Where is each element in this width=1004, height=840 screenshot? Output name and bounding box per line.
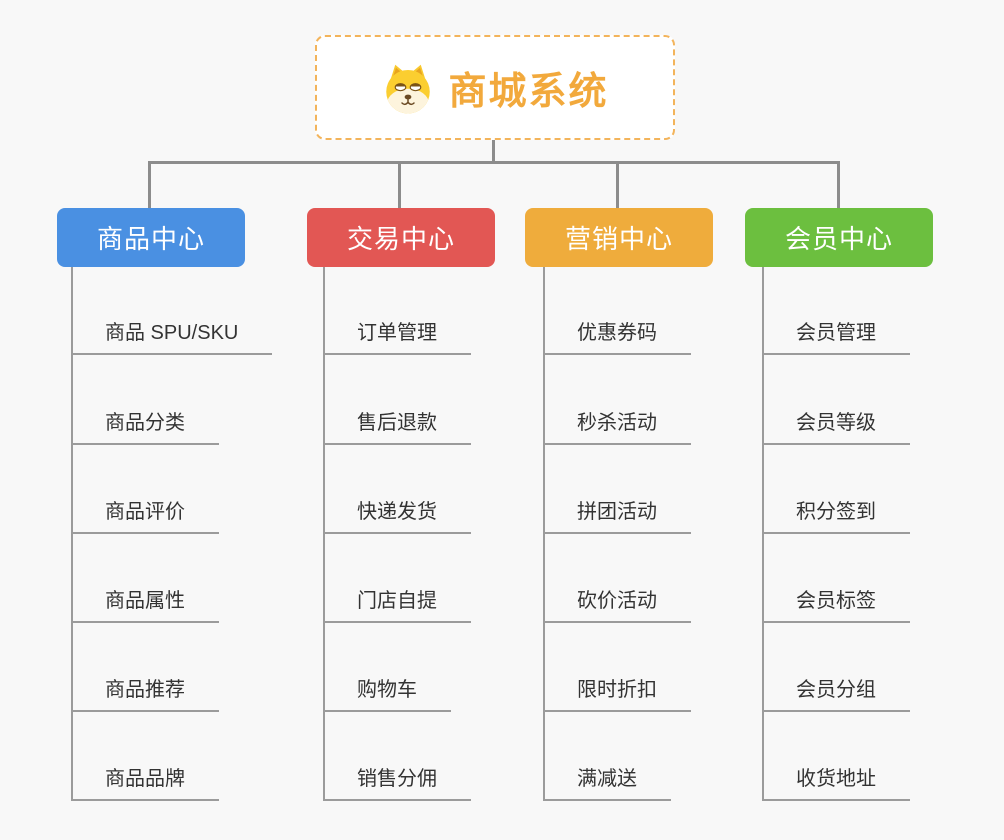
branch-trunk-line <box>543 267 545 801</box>
connector-branch2-line <box>398 161 401 208</box>
leaf-label: 收货地址 <box>796 768 876 790</box>
leaf-label: 满减送 <box>577 768 637 790</box>
leaf-node-member-level[interactable]: 会员等级 <box>762 410 910 445</box>
root-node-label: 商城系统 <box>448 71 609 113</box>
branch-node-marketing-center[interactable]: 营销中心 <box>525 208 713 267</box>
leaf-node-store-pickup[interactable]: 门店自提 <box>323 588 471 623</box>
leaf-node-group-buy[interactable]: 拼团活动 <box>543 499 691 534</box>
branch-node-product-center[interactable]: 商品中心 <box>57 208 245 267</box>
leaf-label: 售后退款 <box>357 412 437 434</box>
leaf-label: 砍价活动 <box>577 590 657 612</box>
leaf-label: 会员管理 <box>796 322 876 344</box>
connector-branch3-line <box>616 161 619 208</box>
branch-trunk-line <box>323 267 325 801</box>
leaf-node-sales-commission[interactable]: 销售分佣 <box>323 766 471 801</box>
connector-branch4-line <box>837 161 840 208</box>
leaf-label: 秒杀活动 <box>577 412 657 434</box>
leaf-label: 门店自提 <box>357 590 437 612</box>
leaf-label: 限时折扣 <box>577 679 657 701</box>
leaf-label: 会员等级 <box>796 412 876 434</box>
leaf-node-points-checkin[interactable]: 积分签到 <box>762 499 910 534</box>
leaf-node-member-group[interactable]: 会员分组 <box>762 677 910 712</box>
leaf-node-full-reduction[interactable]: 满减送 <box>543 766 671 801</box>
branch-label: 营销中心 <box>564 224 673 254</box>
branch-trunk-line <box>762 267 764 801</box>
leaf-label: 商品 SPU/SKU <box>105 322 239 344</box>
branch-label: 交易中心 <box>346 224 455 254</box>
leaf-label: 快递发货 <box>357 501 437 523</box>
leaf-node-aftersale-refund[interactable]: 售后退款 <box>323 410 471 445</box>
connector-root-line <box>492 140 495 162</box>
leaf-node-bargain-activity[interactable]: 砍价活动 <box>543 588 691 623</box>
leaf-node-member-management[interactable]: 会员管理 <box>762 320 910 355</box>
leaf-label: 拼团活动 <box>577 501 657 523</box>
leaf-node-shipping-address[interactable]: 收货地址 <box>762 766 910 801</box>
dog-face-icon <box>381 61 435 115</box>
leaf-label: 商品分类 <box>105 412 185 434</box>
leaf-label: 会员分组 <box>796 679 876 701</box>
leaf-node-limited-time-discount[interactable]: 限时折扣 <box>543 677 691 712</box>
leaf-node-product-recommend[interactable]: 商品推荐 <box>71 677 219 712</box>
leaf-label: 销售分佣 <box>357 768 437 790</box>
leaf-node-product-review[interactable]: 商品评价 <box>71 499 219 534</box>
leaf-label: 商品评价 <box>105 501 185 523</box>
branch-label: 商品中心 <box>96 224 205 254</box>
leaf-node-product-category[interactable]: 商品分类 <box>71 410 219 445</box>
connector-main-line <box>148 161 840 164</box>
leaf-label: 订单管理 <box>357 322 437 344</box>
leaf-node-product-brand[interactable]: 商品品牌 <box>71 766 219 801</box>
leaf-node-shopping-cart[interactable]: 购物车 <box>323 677 451 712</box>
branch-node-trade-center[interactable]: 交易中心 <box>307 208 495 267</box>
leaf-label: 商品推荐 <box>105 679 185 701</box>
leaf-node-flash-sale[interactable]: 秒杀活动 <box>543 410 691 445</box>
leaf-node-coupon-code[interactable]: 优惠券码 <box>543 320 691 355</box>
branch-node-member-center[interactable]: 会员中心 <box>745 208 933 267</box>
leaf-label: 商品品牌 <box>105 768 185 790</box>
leaf-label: 会员标签 <box>796 590 876 612</box>
branch-trunk-line <box>71 267 73 801</box>
leaf-node-product-spu-sku[interactable]: 商品 SPU/SKU <box>71 320 273 355</box>
leaf-label: 购物车 <box>357 679 417 701</box>
connector-branch1-line <box>148 161 151 208</box>
leaf-node-member-tag[interactable]: 会员标签 <box>762 588 910 623</box>
branch-label: 会员中心 <box>784 224 893 254</box>
root-node[interactable]: 商城系统 <box>315 35 675 140</box>
leaf-node-express-delivery[interactable]: 快递发货 <box>323 499 471 534</box>
leaf-label: 优惠券码 <box>577 322 657 344</box>
leaf-node-product-attribute[interactable]: 商品属性 <box>71 588 219 623</box>
leaf-label: 积分签到 <box>796 501 876 523</box>
leaf-node-order-management[interactable]: 订单管理 <box>323 320 471 355</box>
leaf-label: 商品属性 <box>105 590 185 612</box>
